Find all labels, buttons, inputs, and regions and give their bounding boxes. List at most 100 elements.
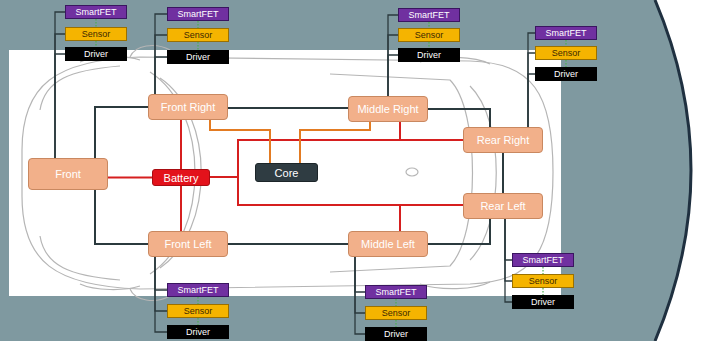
zone-controller: Rear Left — [463, 193, 543, 219]
smartfet-box: SmartFET — [167, 7, 229, 21]
node-label: Sensor — [82, 29, 111, 39]
driver-box: Driver — [365, 327, 427, 341]
sensor-box: Sensor — [167, 28, 229, 42]
sensor-box: Sensor — [167, 304, 229, 318]
connector — [228, 244, 348, 245]
connector — [155, 257, 167, 311]
node-label: Rear Right — [477, 134, 530, 146]
smartfet-box: SmartFET — [365, 285, 427, 299]
connector — [528, 53, 535, 127]
node-label: SmartFET — [522, 255, 563, 265]
connector — [300, 122, 370, 163]
connector — [505, 219, 512, 302]
node-label: SmartFET — [177, 9, 218, 19]
connector — [155, 57, 167, 94]
connector — [198, 42, 199, 50]
sensor-box: Sensor — [535, 46, 597, 60]
connector — [55, 34, 65, 158]
connector — [396, 299, 397, 306]
car-outline — [22, 46, 553, 301]
connector — [528, 74, 535, 127]
node-label: Front Right — [161, 101, 215, 113]
connector — [95, 190, 148, 244]
node-label: SmartFET — [177, 285, 218, 295]
connector — [355, 257, 365, 292]
connector — [155, 257, 167, 332]
connector — [181, 186, 182, 231]
node-label: Driver — [417, 50, 441, 60]
connector — [388, 35, 398, 96]
node-label: SmartFET — [75, 7, 116, 17]
node-label: Middle Left — [361, 238, 415, 250]
node-label: SmartFET — [375, 287, 416, 297]
side-panel — [655, 0, 709, 341]
node-label: SmartFET — [545, 28, 586, 38]
connector — [198, 21, 199, 28]
sensor-box: Sensor — [398, 28, 460, 42]
smartfet-box: SmartFET — [167, 283, 229, 297]
connector — [355, 257, 365, 313]
battery-box: Battery — [152, 169, 210, 186]
connector — [210, 177, 463, 205]
zone-controller: Middle Right — [348, 96, 428, 122]
connector — [355, 257, 365, 334]
driver-box: Driver — [398, 48, 460, 62]
sensor-box: Sensor — [65, 27, 127, 41]
connector — [96, 19, 97, 27]
node-label: Sensor — [552, 48, 581, 58]
connector — [155, 35, 167, 94]
connector — [198, 318, 199, 325]
connector — [428, 219, 490, 244]
driver-box: Driver — [512, 295, 574, 309]
node-label: Sensor — [184, 30, 213, 40]
connector — [505, 219, 512, 281]
car-panel — [9, 50, 561, 296]
node-label: Middle Right — [357, 103, 418, 115]
connector — [388, 15, 398, 96]
zone-controller: Front Left — [148, 231, 228, 257]
node-label: Core — [275, 167, 299, 179]
sensor-box: Sensor — [365, 306, 427, 320]
node-label: Rear Left — [480, 200, 525, 212]
connector — [181, 120, 182, 169]
smartfet-box: SmartFET — [512, 253, 574, 267]
connector — [210, 140, 463, 177]
connector — [228, 108, 348, 109]
connector — [155, 257, 167, 290]
node-label: Sensor — [415, 30, 444, 40]
connector — [198, 297, 199, 304]
driver-box: Driver — [65, 47, 127, 61]
zone-controller: Rear Right — [463, 127, 543, 153]
connector — [505, 219, 512, 260]
node-label: Driver — [384, 329, 408, 339]
node-label: Sensor — [382, 308, 411, 318]
zone-controller: Middle Left — [348, 231, 428, 257]
connector — [528, 33, 535, 127]
smartfet-box: SmartFET — [65, 5, 127, 19]
node-label: Sensor — [184, 306, 213, 316]
driver-box: Driver — [167, 325, 229, 339]
node-label: Sensor — [529, 276, 558, 286]
node-label: Front — [55, 168, 81, 180]
connector — [428, 109, 490, 127]
connector — [108, 177, 152, 178]
connector — [543, 267, 544, 274]
connector — [543, 288, 544, 295]
connector — [55, 12, 65, 158]
node-label: Driver — [531, 297, 555, 307]
smartfet-box: SmartFET — [535, 26, 597, 40]
core-box: Core — [255, 163, 318, 182]
connector — [55, 54, 65, 158]
connector — [210, 120, 270, 163]
driver-box: Driver — [535, 67, 597, 81]
zone-controller: Front Right — [148, 94, 228, 120]
connector — [210, 177, 400, 231]
node-label: Front Left — [164, 238, 211, 250]
driver-box: Driver — [167, 50, 229, 64]
connector — [503, 153, 504, 193]
connector — [95, 107, 148, 158]
node-label: Driver — [186, 327, 210, 337]
smartfet-box: SmartFET — [398, 8, 460, 22]
connector — [396, 320, 397, 327]
